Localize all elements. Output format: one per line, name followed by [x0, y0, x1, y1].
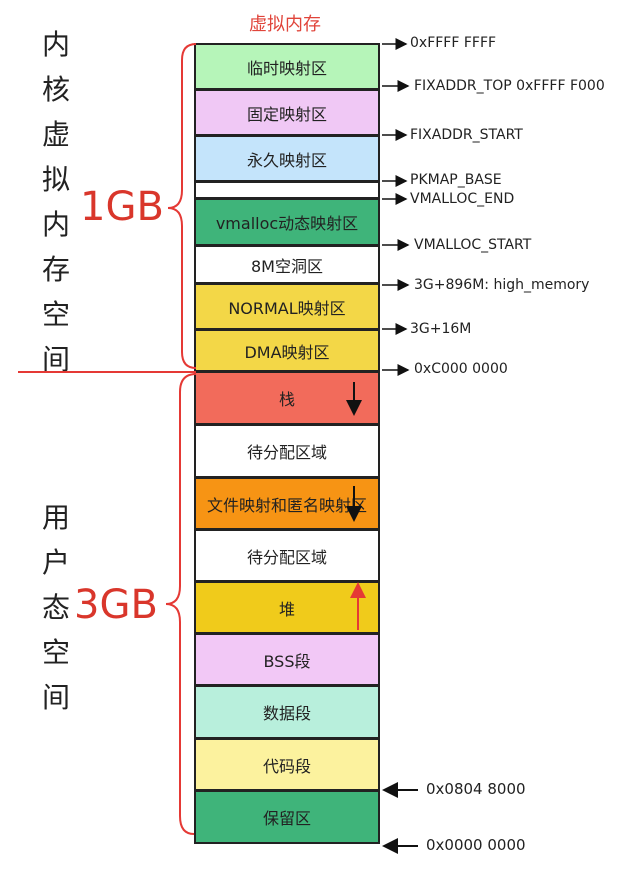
addr-3g-16m: 3G+16M	[410, 321, 472, 337]
block-label: 保留区	[262, 809, 311, 828]
block-8m-hole: 8M空洞区	[194, 245, 380, 284]
block-label: vmalloc动态映射区	[215, 214, 359, 233]
kernel-size-label: 1GB	[80, 184, 164, 230]
block-label: 数据段	[262, 704, 311, 723]
addr-fixaddr-top: FIXADDR_TOP 0xFFFF F000	[414, 78, 605, 94]
user-size-label: 3GB	[74, 582, 158, 628]
block-reserved: 保留区	[194, 790, 380, 844]
user-space-label: 用户态空间	[36, 495, 76, 720]
block-label: 临时映射区	[246, 58, 327, 78]
addr-vmalloc-start: VMALLOC_START	[414, 237, 532, 253]
block-label: 待分配区域	[246, 547, 327, 567]
addr-top: 0xFFFF FFFF	[410, 35, 497, 51]
block-bss: BSS段	[194, 633, 380, 686]
kernel-label-text: 内核虚拟内存空间	[41, 28, 70, 376]
addr-code-start: 0x0804 8000	[426, 780, 526, 798]
kernel-space-label: 内核虚拟内存空间	[36, 22, 76, 382]
block-label: 文件映射和匿名映射区	[206, 495, 367, 515]
block-label: 代码段	[262, 756, 311, 776]
block-free-area-1: 待分配区域	[194, 424, 380, 478]
block-label: BSS段	[263, 651, 311, 671]
block-label: NORMAL映射区	[228, 298, 346, 318]
block-label: 待分配区域	[246, 443, 327, 462]
block-vmalloc: vmalloc动态映射区	[194, 198, 380, 246]
block-label: 固定映射区	[246, 104, 327, 124]
block-label: 栈	[278, 390, 295, 409]
block-label: DMA映射区	[244, 342, 330, 362]
user-brace	[165, 373, 197, 835]
block-label: 永久映射区	[246, 150, 327, 170]
addr-3g: 0xC000 0000	[414, 361, 508, 377]
kernel-brace	[167, 43, 197, 369]
block-label: 8M空洞区	[251, 256, 323, 276]
addr-vmalloc-end: VMALLOC_END	[410, 191, 515, 207]
diagram-title: 虚拟内存	[249, 14, 321, 35]
block-dma: DMA映射区	[194, 329, 380, 372]
block-permanent-map: 永久映射区	[194, 135, 380, 182]
addr-zero: 0x0000 0000	[426, 836, 526, 854]
block-label: 堆	[278, 599, 295, 619]
addr-high-memory: 3G+896M: high_memory	[414, 277, 590, 293]
user-label-text: 用户态空间	[41, 501, 70, 714]
addr-fixaddr-start: FIXADDR_START	[410, 127, 523, 143]
addr-pkmap-base: PKMAP_BASE	[410, 172, 502, 188]
